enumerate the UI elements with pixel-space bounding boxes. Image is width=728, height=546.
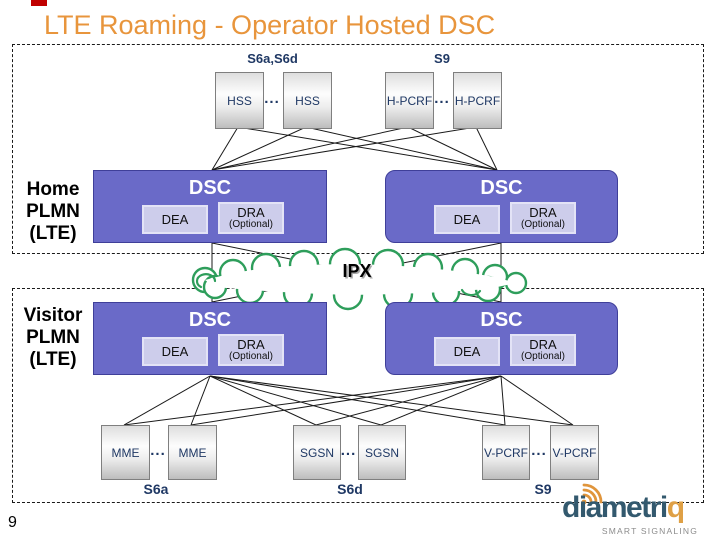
diametriq-logo: diametriq SMART SIGNALING	[556, 480, 724, 542]
dra-box: DRA (Optional)	[218, 334, 284, 366]
node-mme-1: MME	[101, 425, 150, 480]
slide-title: LTE Roaming - Operator Hosted DSC	[44, 10, 496, 40]
interface-label-s9-visitor: S9	[534, 481, 552, 497]
ellipsis-h-pcrf: ...	[434, 90, 450, 107]
node-hss-1: HSS	[215, 72, 264, 129]
dra-optional-note: (Optional)	[229, 351, 273, 362]
dsc-title: DSC	[480, 177, 523, 199]
dea-box: DEA	[142, 205, 208, 234]
logo-brand-accent: q	[666, 491, 685, 524]
node-sgsn-2: SGSN	[358, 425, 406, 480]
dra-label: DRA	[237, 337, 265, 352]
dsc-title: DSC	[480, 309, 523, 331]
dra-optional-note: (Optional)	[229, 219, 273, 230]
dsc-box-visitor-left: DSC DEA DRA (Optional)	[93, 302, 327, 375]
node-v-pcrf-1: V-PCRF	[482, 425, 530, 480]
ellipsis-v-pcrf: ...	[531, 442, 547, 459]
visitor-plmn-label-line1: Visitor	[23, 305, 83, 326]
dea-box: DEA	[142, 337, 208, 366]
dra-label: DRA	[237, 205, 265, 220]
ellipsis-sgsn: ...	[340, 442, 357, 459]
red-marker	[31, 0, 47, 6]
dra-box: DRA (Optional)	[510, 334, 576, 366]
interface-label-s6a: S6a	[143, 481, 169, 497]
interface-label-s9-home: S9	[434, 51, 450, 66]
dra-optional-note: (Optional)	[521, 219, 565, 230]
node-mme-2: MME	[168, 425, 217, 480]
dra-label: DRA	[529, 337, 557, 352]
node-h-pcrf-1: H-PCRF	[385, 72, 434, 129]
home-plmn-label-line1: Home	[26, 179, 80, 200]
dra-box: DRA (Optional)	[218, 202, 284, 234]
home-plmn-region	[12, 44, 704, 254]
dea-box: DEA	[434, 205, 500, 234]
dsc-box-visitor-right: DSC DEA DRA (Optional)	[385, 302, 618, 375]
page-number: 9	[8, 514, 17, 531]
visitor-plmn-label-line3: (LTE)	[29, 349, 77, 370]
node-h-pcrf-2: H-PCRF	[453, 72, 502, 129]
node-sgsn-1: SGSN	[293, 425, 341, 480]
logo-tagline: SMART SIGNALING	[601, 526, 698, 536]
dra-optional-note: (Optional)	[521, 351, 565, 362]
home-plmn-label: Home PLMN (LTE)	[14, 179, 92, 245]
ipx-label: IPX	[342, 261, 372, 281]
visitor-plmn-label: Visitor PLMN (LTE)	[14, 305, 92, 371]
logo-brand-text: diametri	[562, 491, 668, 524]
home-plmn-label-line3: (LTE)	[29, 223, 77, 244]
dsc-title: DSC	[188, 309, 232, 331]
home-plmn-label-line2: PLMN	[26, 201, 80, 222]
signal-icon	[581, 483, 603, 505]
node-hss-2: HSS	[283, 72, 332, 129]
ellipsis-hss: ...	[264, 90, 280, 107]
interface-label-s6a-s6d: S6a,S6d	[247, 51, 298, 66]
ipx-cloud-icon	[191, 247, 528, 311]
ellipsis-mme: ...	[150, 442, 166, 459]
dsc-box-home-right: DSC DEA DRA (Optional)	[385, 170, 618, 243]
dsc-box-home-left: DSC DEA DRA (Optional)	[93, 170, 327, 243]
node-v-pcrf-2: V-PCRF	[550, 425, 599, 480]
logo-wordmark: diametriq	[562, 491, 685, 525]
interface-label-s6d: S6d	[337, 481, 363, 497]
dsc-title: DSC	[188, 177, 232, 199]
dea-box: DEA	[434, 337, 500, 366]
dra-label: DRA	[529, 205, 557, 220]
visitor-plmn-label-line2: PLMN	[26, 327, 80, 348]
dra-box: DRA (Optional)	[510, 202, 576, 234]
